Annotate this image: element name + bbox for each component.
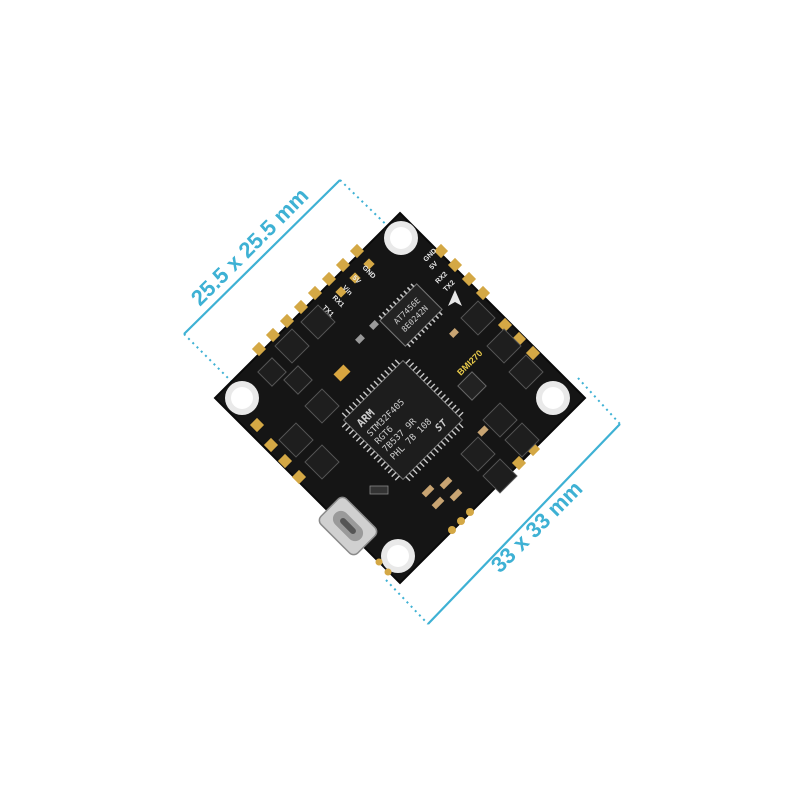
orientation-arrow-icon: [448, 290, 462, 306]
dimension-line-mounting: [183, 179, 401, 391]
dimension-line-board: [385, 377, 621, 625]
solder-pads-lower-left: [249, 417, 307, 485]
mounting-hole-bottom: [381, 539, 415, 573]
small-components: [333, 320, 489, 510]
usb-c-port: [318, 496, 378, 556]
mounting-hole-left: [225, 381, 259, 415]
solder-pads-upper-right: [433, 243, 541, 361]
solder-pads-upper-left: [251, 243, 375, 357]
mounting-hole-right: [536, 381, 570, 415]
mounting-holes: [225, 221, 570, 573]
mosfet-components: [257, 300, 544, 494]
osd-chip: AT7456E 8E0242N: [378, 283, 443, 348]
pad-label-5v-right: 5V: [428, 260, 439, 271]
mounting-hole-top: [384, 221, 418, 255]
mcu-chip: ARM STM32F405 RGT6 7B537 9R PHL 7B 108 S…: [341, 358, 464, 482]
pad-label-5v-left: 5V: [351, 274, 362, 285]
